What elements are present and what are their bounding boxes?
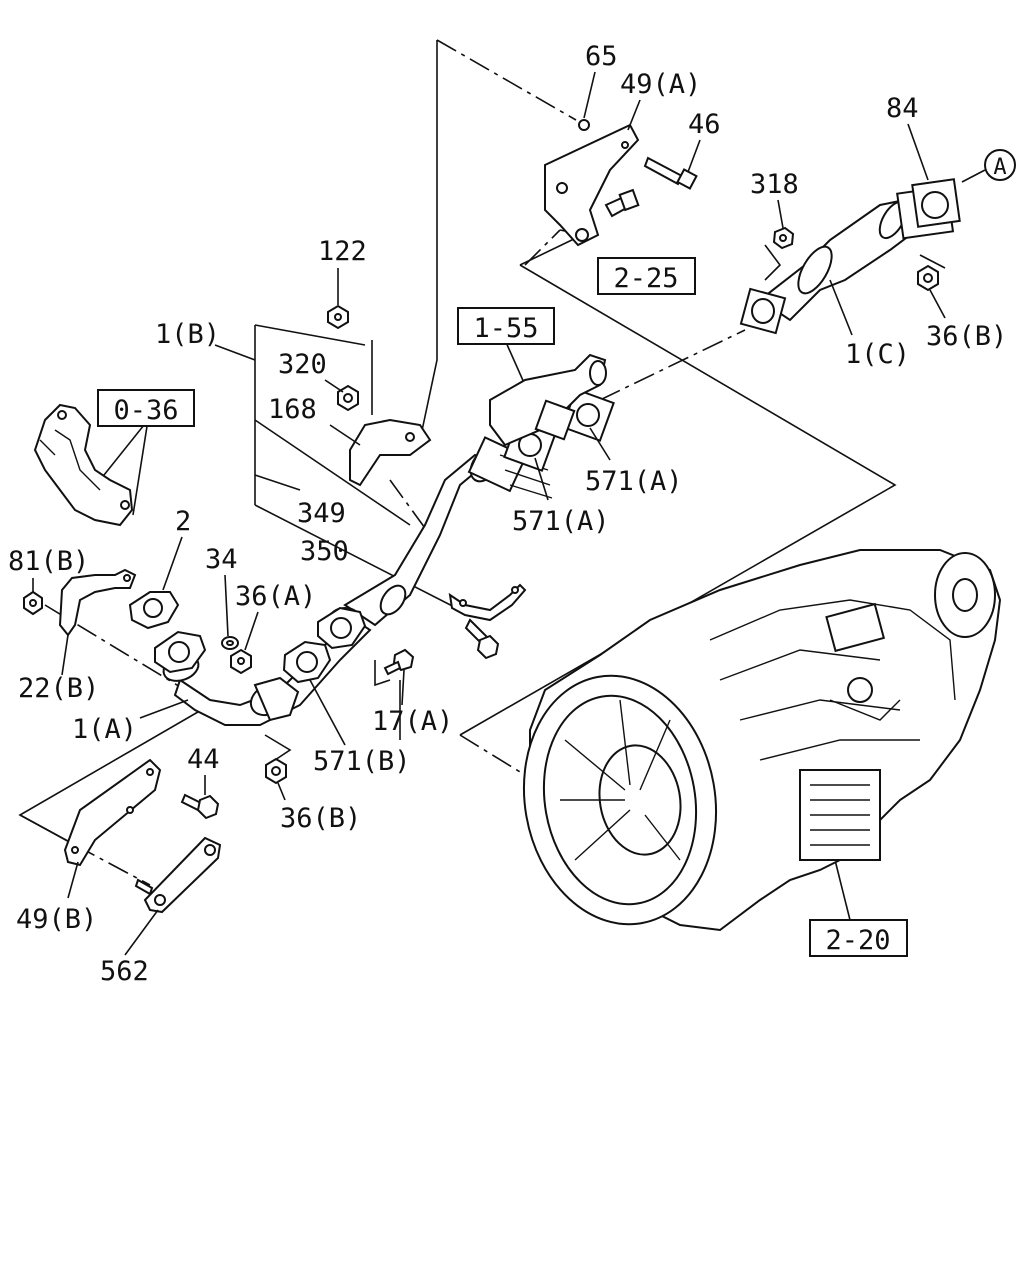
callout-65: 65 [585, 41, 618, 72]
gasket-571b-1 [282, 640, 332, 684]
ref-box-1-55[interactable]: 1-55 [457, 307, 555, 345]
clamp-350 [448, 583, 527, 622]
gasket-1a-flange [154, 630, 207, 674]
callout-49b: 49(B) [16, 904, 97, 935]
ref-box-0-36-label: 0-36 [113, 395, 178, 426]
transmission-2-20 [522, 549, 1002, 932]
nut-122 [327, 304, 349, 330]
callout-320: 320 [278, 349, 327, 380]
callout-44: 44 [187, 744, 220, 775]
bolt-46 [643, 156, 698, 190]
callout-36b-bottom: 36(B) [280, 803, 361, 834]
ref-box-2-25[interactable]: 2-25 [597, 257, 696, 295]
callout-17a: 17(A) [372, 706, 453, 737]
exhaust-brake-1-55 [489, 353, 607, 447]
callout-571b: 571(B) [313, 746, 411, 777]
nut-36a [230, 648, 252, 675]
callout-36b-top: 36(B) [926, 321, 1007, 352]
gasket-571a-2 [561, 388, 615, 442]
callout-46: 46 [688, 109, 721, 140]
callout-1b: 1(B) [155, 319, 220, 350]
callout-1a: 1(A) [72, 714, 137, 745]
exhaust-manifold-0-36 [33, 403, 134, 527]
ref-box-1-55-label: 1-55 [473, 313, 538, 344]
bolt-2-25 [604, 188, 640, 218]
callout-2: 2 [175, 506, 191, 537]
circle-ref-a-label: A [993, 155, 1006, 180]
callout-leaders [32, 71, 946, 956]
callout-122: 122 [318, 236, 367, 267]
bracket-168 [349, 418, 432, 487]
ref-box-2-25-label: 2-25 [613, 263, 678, 294]
nut-36b-top [917, 264, 939, 292]
callout-571a-2: 571(A) [512, 506, 610, 537]
ref-box-2-20[interactable]: 2-20 [809, 919, 908, 957]
nut-81b [23, 590, 43, 616]
callout-81b: 81(B) [8, 546, 89, 577]
nut-318 [772, 226, 795, 250]
callout-34: 34 [205, 544, 238, 575]
bolt-44 [180, 793, 220, 820]
bracket-49b [63, 758, 162, 867]
nut-320 [337, 384, 359, 412]
circle-ref-a[interactable]: A [984, 149, 1016, 181]
callout-22b: 22(B) [18, 673, 99, 704]
callout-49a: 49(A) [620, 69, 701, 100]
gasket-2 [128, 591, 180, 630]
ref-box-2-20-label: 2-20 [825, 925, 890, 956]
bracket-49a [544, 119, 640, 247]
nut-36b-bottom [265, 757, 287, 785]
callout-168: 168 [268, 394, 317, 425]
bolt-17a [383, 648, 415, 676]
callout-349: 349 [297, 498, 346, 529]
muffler-1c [739, 178, 961, 335]
callout-84: 84 [886, 93, 919, 124]
gasket-571b-2 [317, 606, 367, 650]
callout-350: 350 [300, 536, 349, 567]
bolt-349 [464, 618, 500, 660]
callout-1c: 1(C) [845, 339, 910, 370]
callout-36a: 36(A) [235, 581, 316, 612]
clamp-22b [58, 568, 137, 637]
callout-562: 562 [100, 956, 149, 987]
plate-562 [134, 836, 222, 914]
callout-labels: 65 49(A) 46 84 318 122 1(B) 320 168 1(C)… [8, 41, 1007, 987]
ref-box-0-36[interactable]: 0-36 [97, 389, 195, 427]
washer-34 [221, 636, 239, 650]
callout-571a-1: 571(A) [585, 466, 683, 497]
callout-318: 318 [750, 169, 799, 200]
